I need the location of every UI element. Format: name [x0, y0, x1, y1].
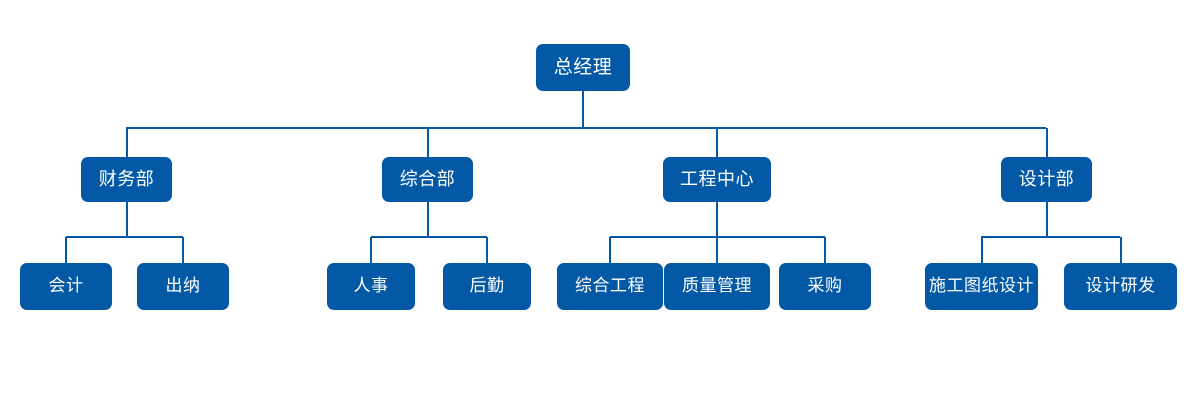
org-node-label: 人事 — [353, 276, 389, 296]
org-node-n12[interactable]: 施工图纸设计 — [925, 263, 1038, 310]
org-node-n11[interactable]: 采购 — [779, 263, 871, 310]
org-node-label: 采购 — [807, 276, 843, 296]
org-node-label: 施工图纸设计 — [929, 276, 1034, 296]
org-node-n9[interactable]: 综合工程 — [557, 263, 663, 310]
org-node-n8[interactable]: 后勤 — [443, 263, 531, 310]
org-node-label: 后勤 — [469, 276, 505, 296]
org-node-label: 总经理 — [553, 56, 613, 78]
org-node-label: 出纳 — [165, 276, 201, 296]
org-node-n10[interactable]: 质量管理 — [664, 263, 770, 310]
org-node-label: 工程中心 — [680, 168, 754, 190]
org-node-n13[interactable]: 设计研发 — [1064, 263, 1177, 310]
org-node-label: 财务部 — [98, 168, 155, 190]
org-node-n0[interactable]: 总经理 — [536, 44, 630, 91]
org-node-n2[interactable]: 综合部 — [382, 157, 473, 202]
org-node-n5[interactable]: 会计 — [20, 263, 112, 310]
org-node-label: 设计部 — [1018, 168, 1075, 190]
org-node-label: 综合工程 — [575, 276, 645, 296]
org-node-label: 会计 — [48, 276, 84, 296]
org-node-n4[interactable]: 设计部 — [1001, 157, 1092, 202]
org-node-label: 综合部 — [399, 168, 456, 190]
org-node-n1[interactable]: 财务部 — [81, 157, 172, 202]
org-node-n3[interactable]: 工程中心 — [663, 157, 771, 202]
org-node-label: 质量管理 — [682, 276, 752, 296]
org-node-n6[interactable]: 出纳 — [137, 263, 229, 310]
org-node-n7[interactable]: 人事 — [327, 263, 415, 310]
org-node-label: 设计研发 — [1085, 276, 1156, 296]
